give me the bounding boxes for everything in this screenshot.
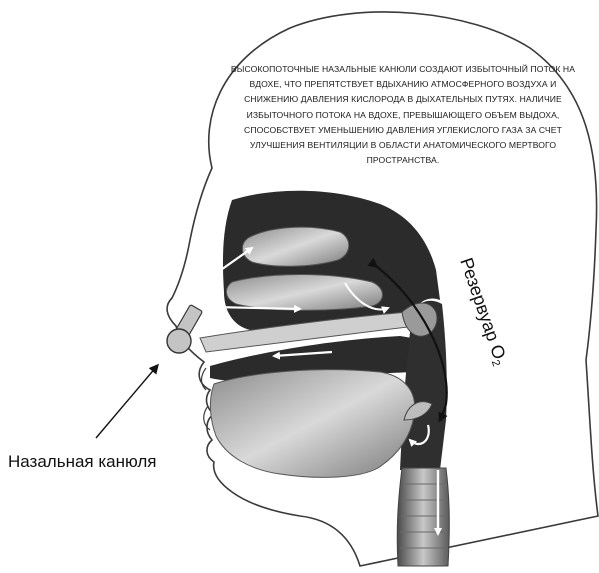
cannula-tube — [167, 329, 191, 353]
tongue — [210, 370, 414, 478]
cannula-label: Назальная канюля — [8, 452, 157, 472]
description-text: Высокопоточные назальные канюли создают … — [222, 62, 584, 168]
middle-turbinate — [226, 275, 382, 311]
cannula-pointer-arrow — [96, 366, 157, 438]
trachea — [397, 468, 449, 566]
upper-turbinate — [242, 227, 348, 266]
